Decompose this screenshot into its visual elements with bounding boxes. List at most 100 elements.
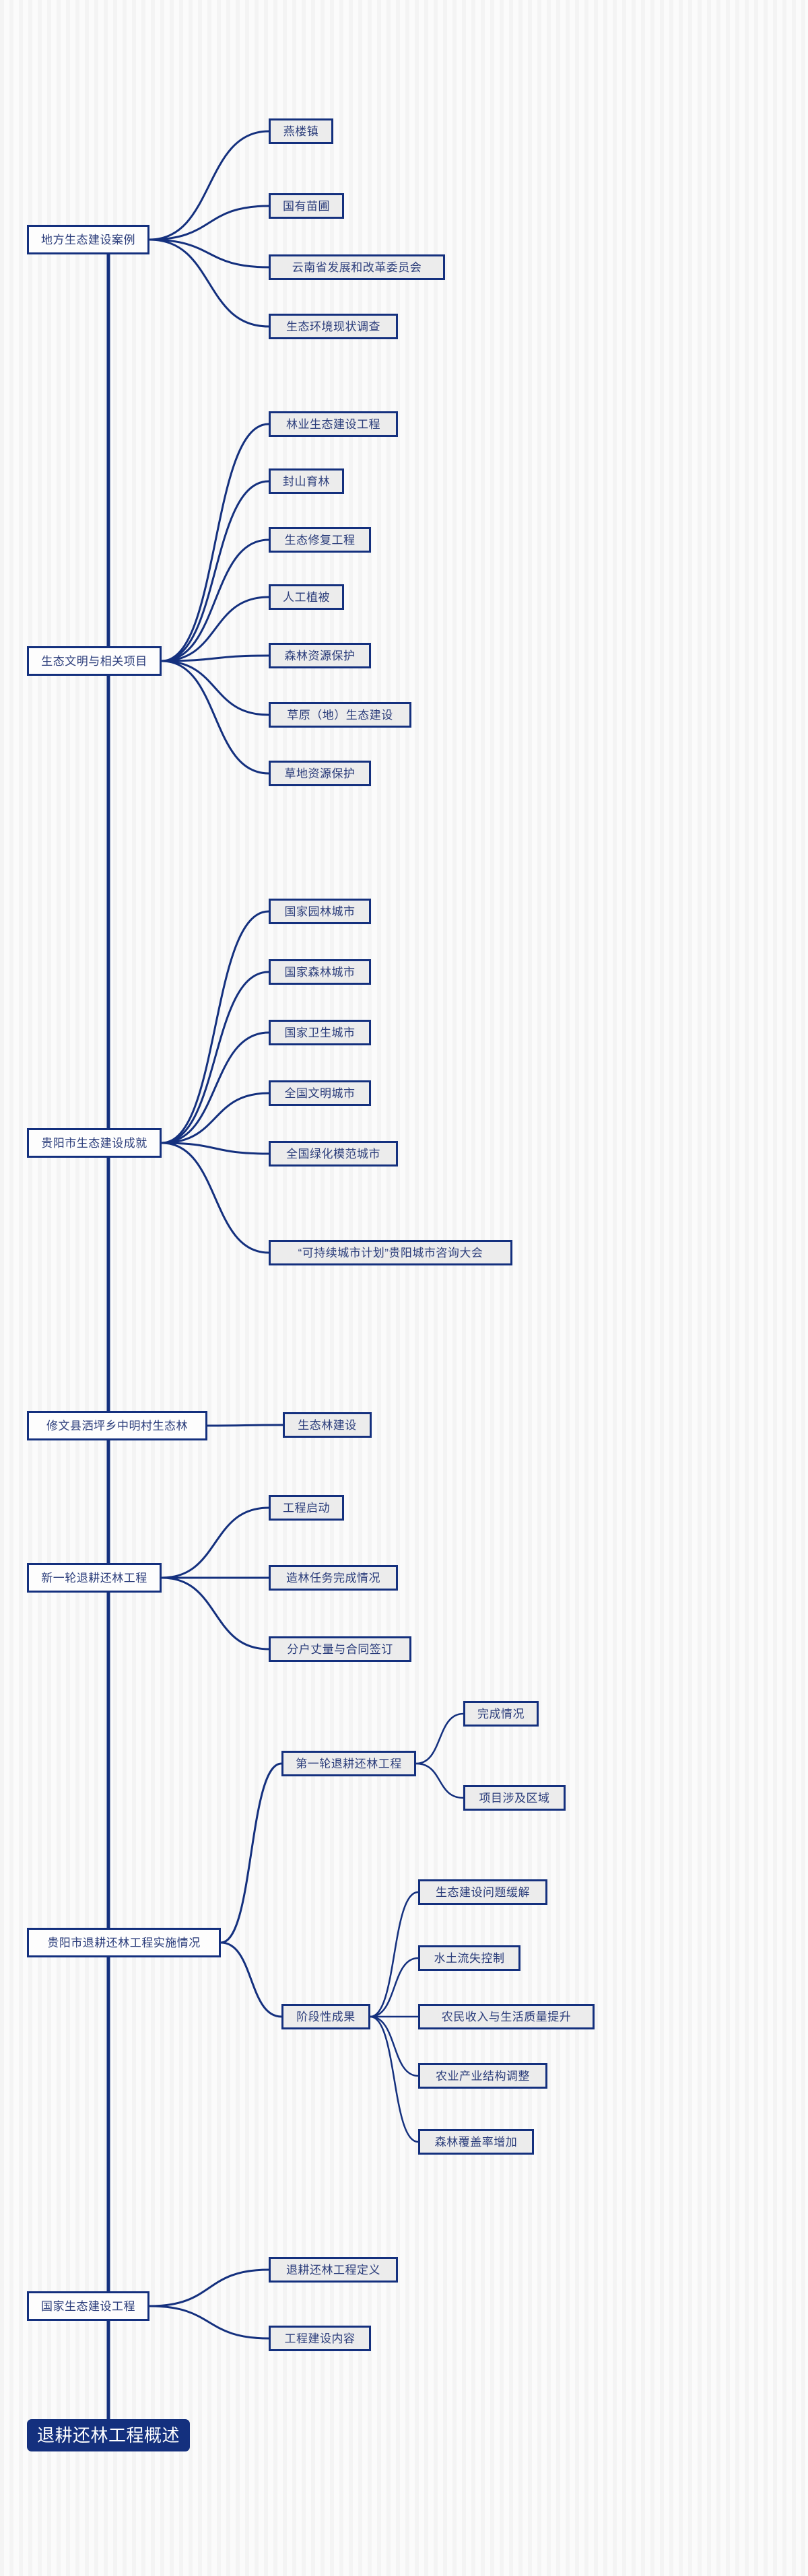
sub-branch-node-6-1[interactable]: 第一轮退耕还林工程 bbox=[281, 1751, 416, 1776]
leaf-node-3-6[interactable]: “可持续城市计划”贵阳城市咨询大会 bbox=[269, 1240, 512, 1265]
leaf-node-2-5[interactable]: 森林资源保护 bbox=[269, 643, 371, 668]
connector bbox=[160, 971, 270, 1144]
node-label: 工程启动 bbox=[283, 1501, 330, 1515]
node-label: 人工植被 bbox=[283, 590, 330, 604]
node-label: 工程建设内容 bbox=[284, 2332, 356, 2345]
branch-node-6[interactable]: 贵阳市退耕还林工程实施情况 bbox=[27, 1928, 221, 1957]
node-label: 项目涉及区域 bbox=[479, 1791, 550, 1805]
node-label: 修文县洒坪乡中明村生态林 bbox=[46, 1419, 188, 1432]
connector bbox=[160, 660, 270, 775]
leaf-node-6-2-1[interactable]: 生态建设问题缓解 bbox=[418, 1879, 547, 1905]
node-label: 森林资源保护 bbox=[284, 649, 356, 662]
connector bbox=[160, 1506, 270, 1579]
leaf-node-5-2[interactable]: 造林任务完成情况 bbox=[269, 1565, 398, 1591]
connector bbox=[160, 596, 270, 662]
leaf-node-1-4[interactable]: 生态环境现状调查 bbox=[269, 314, 398, 339]
node-label: 生态环境现状调查 bbox=[286, 320, 380, 333]
connector bbox=[160, 423, 270, 662]
connector bbox=[160, 1142, 270, 1155]
node-label: 燕楼镇 bbox=[283, 125, 319, 138]
root-node[interactable]: 退耕还林工程概述 bbox=[27, 2419, 190, 2451]
node-label: 阶段性成果 bbox=[296, 2010, 356, 2023]
branch-node-4[interactable]: 修文县洒坪乡中明村生态林 bbox=[27, 1411, 207, 1440]
leaf-node-1-1[interactable]: 燕楼镇 bbox=[269, 118, 333, 144]
leaf-node-3-4[interactable]: 全国文明城市 bbox=[269, 1080, 371, 1106]
branch-node-2[interactable]: 生态文明与相关项目 bbox=[27, 646, 162, 676]
connector bbox=[369, 2015, 419, 2143]
node-label: “可持续城市计划”贵阳城市咨询大会 bbox=[298, 1246, 483, 1259]
leaf-node-2-2[interactable]: 封山育林 bbox=[269, 468, 344, 494]
node-label: 贵阳市生态建设成就 bbox=[41, 1136, 147, 1150]
leaf-node-6-1-1[interactable]: 完成情况 bbox=[463, 1701, 539, 1727]
branch-node-7[interactable]: 国家生态建设工程 bbox=[27, 2291, 149, 2321]
connector bbox=[160, 1031, 270, 1144]
node-label: 林业生态建设工程 bbox=[286, 417, 380, 431]
leaf-node-2-1[interactable]: 林业生态建设工程 bbox=[269, 411, 398, 437]
leaf-node-6-2-4[interactable]: 农业产业结构调整 bbox=[418, 2063, 547, 2089]
node-label: 封山育林 bbox=[283, 475, 330, 488]
connector bbox=[160, 1092, 270, 1144]
node-label: 草地资源保护 bbox=[284, 767, 356, 780]
connector bbox=[148, 205, 270, 241]
connector bbox=[369, 1957, 419, 2018]
connector bbox=[160, 480, 270, 662]
connector bbox=[160, 910, 270, 1144]
leaf-node-3-3[interactable]: 国家卫生城市 bbox=[269, 1020, 371, 1045]
node-label: 退耕还林工程概述 bbox=[36, 2425, 180, 2445]
leaf-node-6-2-3[interactable]: 农民收入与生活质量提升 bbox=[418, 2004, 595, 2029]
connector bbox=[160, 538, 270, 662]
connector bbox=[148, 2305, 270, 2340]
leaf-node-2-6[interactable]: 草原（地）生态建设 bbox=[269, 702, 411, 728]
leaf-node-5-3[interactable]: 分户丈量与合同签订 bbox=[269, 1636, 411, 1662]
leaf-node-1-2[interactable]: 国有苗圃 bbox=[269, 193, 344, 219]
connector bbox=[148, 2268, 270, 2307]
node-label: 地方生态建设案例 bbox=[41, 233, 135, 246]
node-label: 第一轮退耕还林工程 bbox=[296, 1757, 402, 1770]
leaf-node-2-3[interactable]: 生态修复工程 bbox=[269, 527, 371, 553]
connector bbox=[160, 654, 270, 662]
sub-branch-node-6-2[interactable]: 阶段性成果 bbox=[281, 2004, 370, 2029]
node-label: 贵阳市退耕还林工程实施情况 bbox=[47, 1936, 201, 1949]
branch-node-1[interactable]: 地方生态建设案例 bbox=[27, 225, 149, 254]
leaf-node-2-7[interactable]: 草地资源保护 bbox=[269, 761, 371, 786]
connector bbox=[160, 660, 270, 716]
connector bbox=[148, 238, 270, 269]
connector bbox=[369, 1891, 419, 2018]
leaf-node-5-1[interactable]: 工程启动 bbox=[269, 1495, 344, 1521]
leaf-node-3-1[interactable]: 国家园林城市 bbox=[269, 899, 371, 924]
node-label: 国有苗圃 bbox=[283, 199, 330, 213]
leaf-node-7-1[interactable]: 退耕还林工程定义 bbox=[269, 2257, 398, 2283]
connector bbox=[220, 1762, 283, 1944]
node-label: 造林任务完成情况 bbox=[286, 1571, 380, 1585]
leaf-node-3-5[interactable]: 全国绿化模范城市 bbox=[269, 1141, 398, 1167]
node-label: 退耕还林工程定义 bbox=[286, 2263, 380, 2276]
branch-node-5[interactable]: 新一轮退耕还林工程 bbox=[27, 1563, 162, 1593]
connector bbox=[160, 1142, 270, 1254]
node-label: 分户丈量与合同签订 bbox=[287, 1642, 393, 1656]
node-label: 国家卫生城市 bbox=[284, 1026, 356, 1039]
leaf-node-7-2[interactable]: 工程建设内容 bbox=[269, 2326, 371, 2351]
node-label: 草原（地）生态建设 bbox=[287, 708, 393, 722]
connector bbox=[148, 130, 270, 241]
node-label: 国家园林城市 bbox=[284, 905, 356, 918]
connector bbox=[220, 1941, 283, 2018]
node-label: 水土流失控制 bbox=[434, 1951, 505, 1965]
leaf-node-1-3[interactable]: 云南省发展和改革委员会 bbox=[269, 254, 445, 280]
connector bbox=[206, 1424, 284, 1427]
connector bbox=[415, 1712, 465, 1765]
leaf-node-6-1-2[interactable]: 项目涉及区域 bbox=[463, 1785, 566, 1811]
connector bbox=[369, 2015, 419, 2077]
branch-node-3[interactable]: 贵阳市生态建设成就 bbox=[27, 1128, 162, 1158]
node-label: 生态文明与相关项目 bbox=[41, 654, 147, 668]
leaf-node-6-2-5[interactable]: 森林覆盖率增加 bbox=[418, 2129, 534, 2155]
node-label: 农民收入与生活质量提升 bbox=[441, 2010, 572, 2023]
node-label: 生态林建设 bbox=[298, 1418, 357, 1432]
leaf-node-6-2-2[interactable]: 水土流失控制 bbox=[418, 1945, 520, 1971]
leaf-node-3-2[interactable]: 国家森林城市 bbox=[269, 959, 371, 985]
leaf-node-4-1[interactable]: 生态林建设 bbox=[283, 1412, 372, 1438]
leaf-node-2-4[interactable]: 人工植被 bbox=[269, 584, 344, 610]
node-label: 森林覆盖率增加 bbox=[434, 2135, 518, 2149]
node-label: 国家森林城市 bbox=[284, 965, 356, 979]
